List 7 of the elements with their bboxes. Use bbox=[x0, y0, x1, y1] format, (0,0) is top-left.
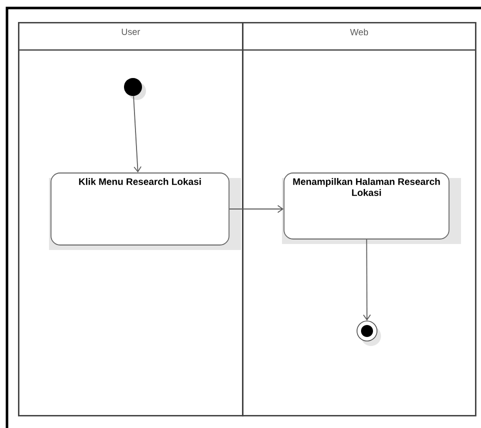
end-node bbox=[356, 320, 381, 346]
activity-box: Menampilkan Halaman Research Lokasi bbox=[282, 172, 461, 244]
activity-box: Klik Menu Research Lokasi bbox=[49, 172, 241, 250]
arrow bbox=[363, 239, 371, 321]
arrow bbox=[133, 96, 142, 173]
start-node bbox=[124, 78, 146, 100]
arrow bbox=[229, 205, 284, 213]
